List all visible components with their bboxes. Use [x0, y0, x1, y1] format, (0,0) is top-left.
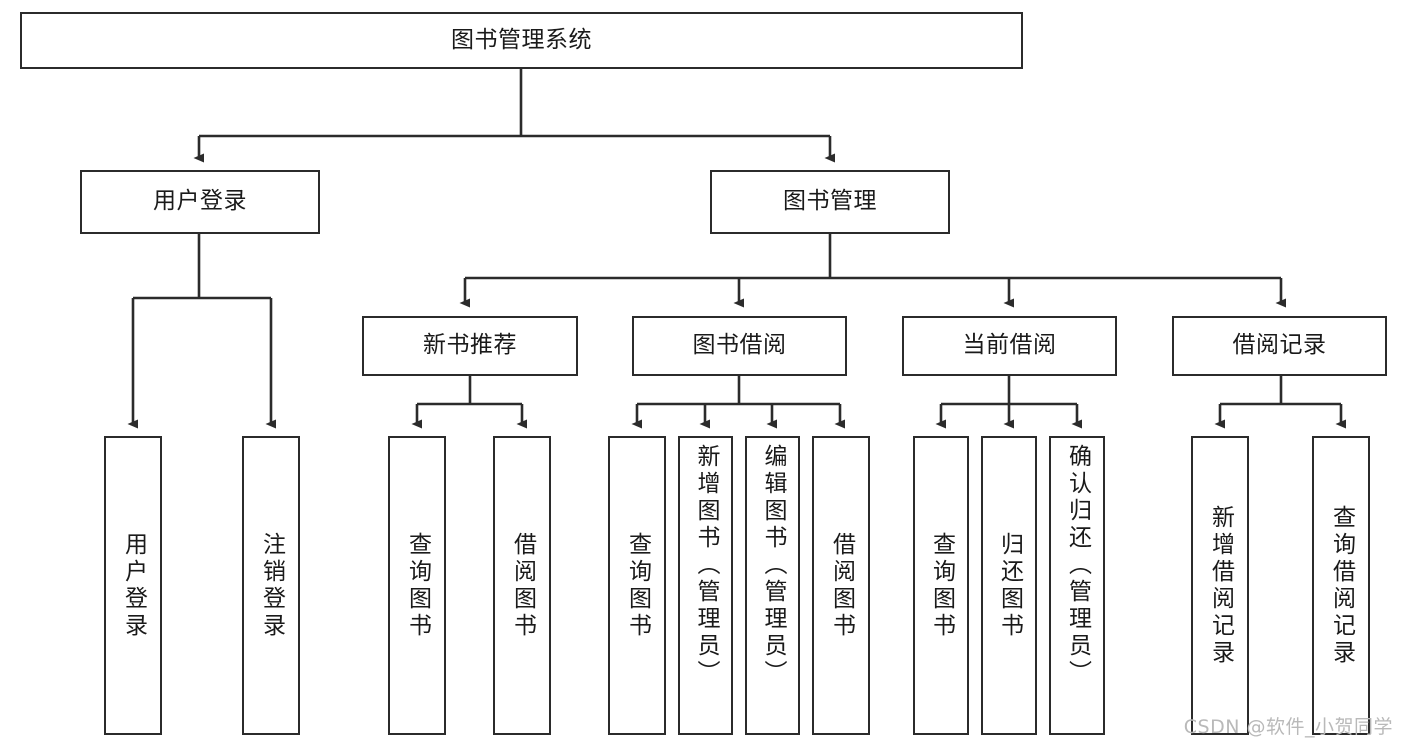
leaf-borrow-book-1[interactable]: 借阅图书: [493, 436, 551, 735]
node-user-login[interactable]: 用户登录: [80, 170, 320, 234]
node-book-borrow[interactable]: 图书借阅: [632, 316, 847, 376]
leaf-query-book-3-label: 查询图书: [928, 531, 955, 640]
node-borrow-record[interactable]: 借阅记录: [1172, 316, 1387, 376]
leaf-add-borrow-record[interactable]: 新增借阅记录: [1191, 436, 1249, 735]
leaf-query-book-2-label: 查询图书: [624, 531, 651, 640]
node-root-label: 图书管理系统: [451, 26, 592, 53]
leaf-query-book-3[interactable]: 查询图书: [913, 436, 969, 735]
leaf-borrow-book-2[interactable]: 借阅图书: [812, 436, 870, 735]
node-root[interactable]: 图书管理系统: [20, 12, 1023, 69]
node-book-management-label: 图书管理: [783, 188, 877, 215]
leaf-query-book-1[interactable]: 查询图书: [388, 436, 446, 735]
leaf-user-login[interactable]: 用户登录: [104, 436, 162, 735]
leaf-confirm-return[interactable]: 确认归还（管理员）: [1049, 436, 1105, 735]
leaf-user-login-label: 用户登录: [120, 531, 147, 640]
csdn-watermark: CSDN @软件_小贺同学: [1183, 716, 1393, 738]
node-current-borrow-label: 当前借阅: [962, 332, 1057, 359]
leaf-edit-book-label: 编辑图书（管理员）: [760, 444, 786, 687]
leaf-edit-book[interactable]: 编辑图书（管理员）: [745, 436, 800, 735]
leaf-confirm-return-label: 确认归还（管理员）: [1064, 444, 1091, 687]
leaf-add-book[interactable]: 新增图书（管理员）: [678, 436, 733, 735]
leaf-return-book-label: 归还图书: [996, 531, 1023, 640]
leaf-borrow-book-1-label: 借阅图书: [509, 531, 536, 640]
leaf-query-book-2[interactable]: 查询图书: [608, 436, 666, 735]
node-book-management[interactable]: 图书管理: [710, 170, 950, 234]
node-new-book-recommend[interactable]: 新书推荐: [362, 316, 578, 376]
node-new-book-recommend-label: 新书推荐: [423, 332, 517, 359]
leaf-query-borrow-record-label: 查询借阅记录: [1328, 504, 1355, 667]
leaf-query-borrow-record[interactable]: 查询借阅记录: [1312, 436, 1370, 735]
leaf-query-book-1-label: 查询图书: [404, 531, 431, 640]
leaf-add-borrow-record-label: 新增借阅记录: [1207, 504, 1234, 667]
node-book-borrow-label: 图书借阅: [692, 332, 787, 359]
node-user-login-label: 用户登录: [153, 188, 247, 215]
leaf-add-book-label: 新增图书（管理员）: [693, 444, 719, 687]
leaf-logout-login-label: 注销登录: [258, 531, 285, 640]
leaf-borrow-book-2-label: 借阅图书: [828, 531, 855, 640]
leaf-return-book[interactable]: 归还图书: [981, 436, 1037, 735]
node-borrow-record-label: 借阅记录: [1232, 332, 1327, 359]
leaf-logout-login[interactable]: 注销登录: [242, 436, 300, 735]
node-current-borrow[interactable]: 当前借阅: [902, 316, 1117, 376]
